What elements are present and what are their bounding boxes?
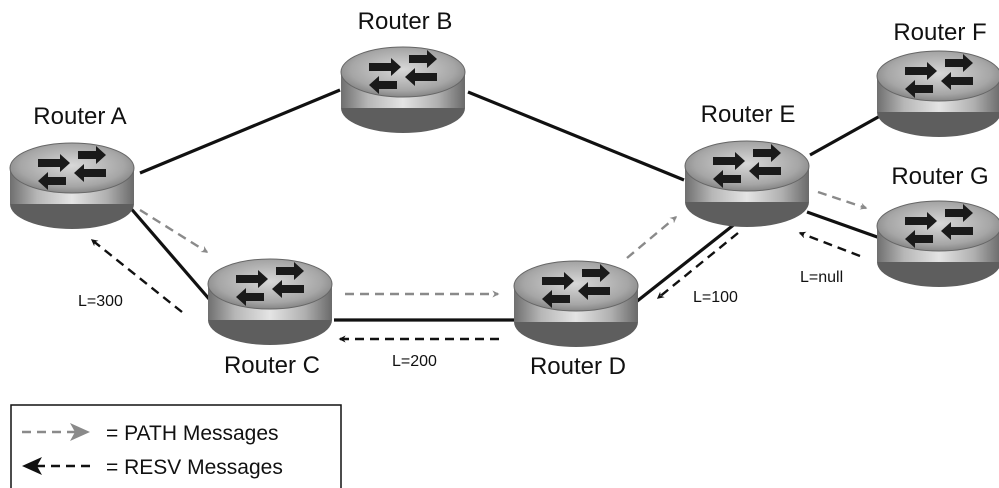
link-a-b	[139, 88, 341, 175]
path-message-arrow-e-g	[817, 190, 868, 210]
path-message-arrow-a-c	[139, 208, 209, 254]
resv-label-e-d: L=100	[693, 289, 738, 306]
router-g-label: Router G	[891, 163, 988, 190]
routers: Router A Router B Router C Router D Router E…	[9, 8, 999, 380]
legend-path-label: = PATH Messages	[106, 422, 279, 445]
router-icon	[684, 140, 810, 227]
legend: = PATH Messages = RESV Messages	[10, 404, 342, 488]
router-icon	[876, 50, 999, 137]
resv-message-arrow-e-d	[656, 232, 739, 299]
resv-message-arrow-c-a	[90, 239, 183, 313]
router-f-label: Router F	[893, 19, 986, 46]
router-icon	[876, 200, 999, 287]
legend-path-arrow-icon	[22, 423, 90, 441]
resv-label-d-c: L=200	[392, 353, 437, 370]
link-a-c	[126, 203, 212, 302]
resv-message-arrow-g-e	[798, 231, 861, 258]
resv-label-c-a: L=300	[78, 293, 123, 310]
path-message-arrow-d-e	[626, 216, 678, 259]
router-icon	[9, 142, 135, 229]
resv-label-g-e: L=null	[800, 269, 843, 286]
router-b-label: Router B	[358, 8, 453, 35]
legend-resv-label: = RESV Messages	[106, 456, 283, 479]
links	[126, 88, 881, 322]
router-icon	[207, 258, 333, 345]
router-icon	[340, 46, 466, 133]
router-d-label: Router D	[530, 353, 626, 380]
router-c-label: Router C	[224, 352, 320, 379]
link-b-e	[467, 90, 685, 182]
link-d-e	[635, 210, 751, 304]
router-icon	[513, 260, 639, 347]
legend-box	[10, 404, 342, 488]
link-e-f	[809, 114, 881, 157]
router-e-label: Router E	[701, 101, 796, 128]
router-a-label: Router A	[33, 103, 126, 130]
link-e-g	[806, 210, 881, 240]
legend-resv-arrow-icon	[22, 457, 94, 475]
